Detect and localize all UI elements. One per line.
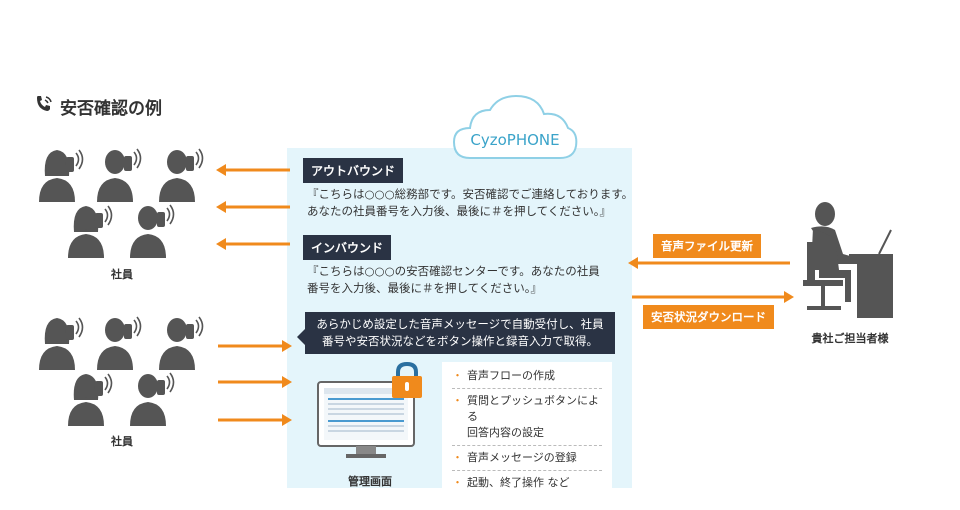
auto-reception-box: あらかじめ設定した音声メッセージで自動受付し、社員 番号や安否状況などをボタン操… — [297, 312, 615, 354]
inbound-message: 『こちらは○○○の安否確認センターです。あなたの社員 番号を入力後、最後に＃を押… — [307, 263, 600, 297]
list-item: ・質問とプッシュボタンによる回答内容の設定 — [452, 389, 602, 446]
list-item: ・音声メッセージの登録 — [452, 446, 602, 471]
cloud-label: CyzoPHONE — [470, 131, 560, 149]
office-worker-icon — [795, 198, 905, 327]
feature-text: 音声メッセージの登録 — [467, 451, 577, 464]
feature-text: 音声フローの作成 — [467, 369, 555, 382]
auto-reception-line2: 番号や安否状況などをボタン操作と録音入力で取得。 — [322, 334, 598, 348]
employees-label-bottom: 社員 — [111, 435, 133, 448]
download-tag: 安否状況ダウンロード — [643, 305, 774, 329]
screen-label: 管理画面 — [348, 475, 392, 488]
page-title: 安否確認の例 — [34, 94, 162, 119]
outbound-message-line2: あなたの社員番号を入力後、最後に＃を押してください。』 — [307, 204, 612, 218]
outbound-message-line1: 『こちらは○○○総務部です。安否確認でご連絡しております。 — [307, 187, 634, 201]
inbound-tag: インバウンド — [303, 235, 392, 260]
outbound-tag: アウトバウンド — [303, 158, 404, 183]
outbound-message: 『こちらは○○○総務部です。安否確認でご連絡しております。 あなたの社員番号を入… — [307, 186, 633, 220]
phone-icon — [34, 94, 54, 119]
title-text: 安否確認の例 — [60, 99, 162, 119]
upload-tag: 音声ファイル更新 — [653, 234, 761, 258]
feature-text: 起動、終了操作 など — [467, 476, 570, 489]
inbound-message-line2: 番号を入力後、最後に＃を押してください。』 — [307, 281, 543, 295]
cloud-icon — [450, 92, 580, 166]
inbound-message-line1: 『こちらは○○○の安否確認センターです。あなたの社員 — [307, 264, 600, 278]
list-item: ・起動、終了操作 など — [452, 476, 570, 489]
employees-label-top: 社員 — [111, 268, 133, 281]
feature-list: ・音声フローの作成 ・質問とプッシュボタンによる回答内容の設定 ・音声メッセージ… — [442, 362, 612, 497]
admin-label: 貴社ご担当者様 — [811, 332, 889, 345]
auto-reception-line1: あらかじめ設定した音声メッセージで自動受付し、社員 — [316, 317, 604, 331]
list-item: ・音声フローの作成 — [452, 364, 602, 389]
lock-icon — [390, 361, 424, 404]
feature-text: 質問とプッシュボタンによる回答内容の設定 — [467, 394, 599, 439]
